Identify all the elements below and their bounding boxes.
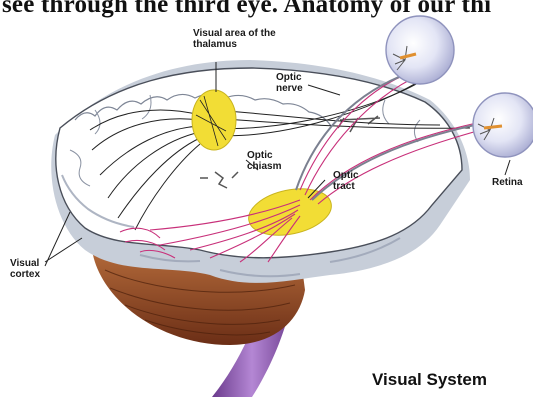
label-optic-nerve: Optic nerve xyxy=(276,72,322,94)
left-eyeball xyxy=(386,16,454,84)
label-optic-chiasm: Optic chiasm xyxy=(247,150,297,172)
figure-caption: Visual System xyxy=(372,370,487,390)
right-eyeball xyxy=(473,93,533,157)
label-retina: Retina xyxy=(492,177,532,188)
label-visual-cortex: Visual cortex xyxy=(10,258,50,280)
thalamus-visual-area xyxy=(192,90,236,150)
label-visual-area: Visual area of the thalamus xyxy=(193,28,283,50)
label-optic-tract: Optic tract xyxy=(333,170,378,192)
